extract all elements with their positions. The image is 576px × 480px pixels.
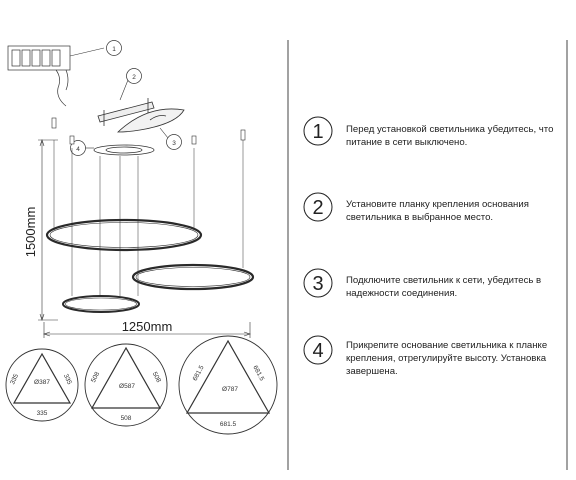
width-dimension bbox=[43, 322, 251, 338]
svg-text:1: 1 bbox=[312, 121, 323, 143]
ring-detail-small: 335 Ø387 335 335 bbox=[5, 348, 79, 422]
step-4-text: Прикрепите основание светильника к планк… bbox=[346, 340, 548, 377]
svg-text:Ø787: Ø787 bbox=[222, 386, 238, 393]
svg-text:2: 2 bbox=[312, 197, 323, 219]
svg-text:3: 3 bbox=[172, 140, 176, 147]
svg-text:Ø387: Ø387 bbox=[34, 379, 50, 386]
callout-2: 2 bbox=[126, 68, 142, 84]
step-3-text: Подключите светильник к сети, убедитесь … bbox=[346, 275, 542, 299]
pendant-rings bbox=[45, 218, 255, 313]
step-1-number: 1 bbox=[303, 116, 333, 146]
svg-text:508: 508 bbox=[151, 371, 162, 384]
svg-text:681.5: 681.5 bbox=[192, 364, 206, 382]
step-2-text: Установите планку крепления основания св… bbox=[346, 199, 529, 223]
svg-text:335: 335 bbox=[37, 410, 48, 417]
cable-caps bbox=[51, 117, 246, 145]
height-label: 1500mm bbox=[23, 207, 38, 258]
step-3-number: 3 bbox=[303, 268, 333, 298]
step-2-number: 2 bbox=[303, 192, 333, 222]
svg-text:1: 1 bbox=[112, 46, 116, 53]
svg-text:508: 508 bbox=[90, 371, 101, 384]
callout-3: 3 bbox=[166, 134, 182, 150]
suspension-cables bbox=[53, 140, 244, 296]
height-dimension bbox=[38, 139, 58, 321]
mounting-bar-illustration bbox=[97, 98, 185, 133]
power-switch-illustration bbox=[7, 45, 71, 107]
svg-text:Ø587: Ø587 bbox=[119, 383, 135, 390]
callout-1: 1 bbox=[106, 40, 122, 56]
step-4-number: 4 bbox=[303, 335, 333, 365]
svg-text:681.5: 681.5 bbox=[251, 364, 265, 382]
svg-text:681.5: 681.5 bbox=[220, 421, 237, 428]
ring-detail-large: 681.5 Ø787 681.5 681.5 bbox=[178, 335, 278, 435]
step-1-text: Перед установкой светильника убедитесь, … bbox=[346, 124, 554, 148]
canopy bbox=[93, 144, 155, 156]
svg-text:335: 335 bbox=[9, 373, 20, 386]
svg-text:2: 2 bbox=[132, 74, 136, 81]
svg-text:335: 335 bbox=[62, 373, 73, 386]
svg-text:4: 4 bbox=[76, 146, 80, 153]
svg-text:508: 508 bbox=[121, 415, 132, 422]
width-label: 1250mm bbox=[122, 319, 173, 334]
svg-text:3: 3 bbox=[312, 273, 323, 295]
ring-detail-medium: 508 Ø587 508 508 bbox=[84, 343, 168, 427]
svg-text:4: 4 bbox=[312, 340, 323, 362]
